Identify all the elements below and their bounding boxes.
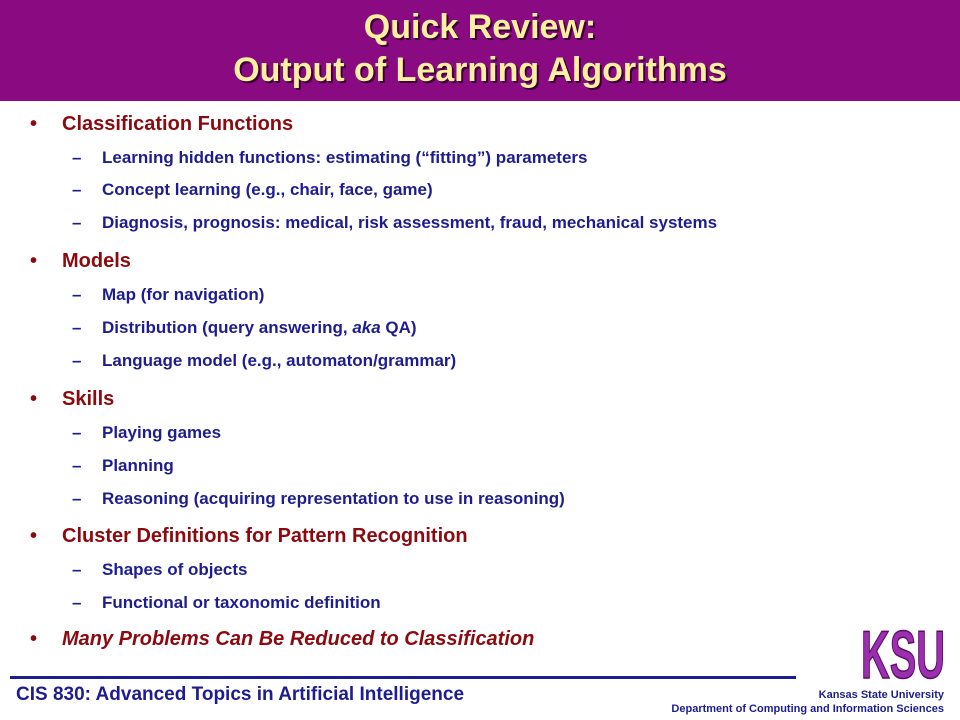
dash-marker: – [72, 560, 82, 579]
bullet-marker: • [30, 388, 38, 410]
list-item-text: Learning hidden functions: estimating (“… [102, 148, 588, 167]
section-heading-text: Models [62, 250, 131, 272]
dash-marker: – [72, 456, 82, 475]
list-item-text: Language model (e.g., automaton/grammar) [102, 351, 457, 370]
dash-marker: – [72, 489, 82, 508]
title-line-2: Output of Learning Algorithms [233, 51, 727, 89]
list-item-text: Functional or taxonomic definition [102, 593, 381, 612]
list-item-text: Map (for navigation) [102, 285, 265, 304]
emphasized-term: aka [352, 318, 381, 337]
footer-divider [10, 676, 796, 679]
final-point-text: Many Problems Can Be Reduced to Classifi… [62, 628, 535, 650]
list-item-text: Planning [102, 456, 174, 475]
dash-marker: – [72, 593, 82, 612]
bullet-marker: • [30, 628, 38, 650]
text-segment: Distribution (query answering, [102, 318, 353, 337]
dash-marker: – [72, 318, 82, 337]
title-bar: Quick Review: Output of Learning Algorit… [0, 0, 960, 101]
bullet-marker: • [30, 250, 38, 272]
section-heading-text: Classification Functions [62, 113, 294, 135]
list-item-text: Reasoning (acquiring representation to u… [102, 489, 565, 508]
title-line-1: Quick Review: [363, 8, 597, 46]
department-name: Department of Computing and Information … [671, 703, 944, 715]
bullet-marker: • [30, 525, 38, 547]
university-name: Kansas State University [818, 689, 944, 701]
list-item-text: Diagnosis, prognosis: medical, risk asse… [102, 213, 718, 232]
list-item-text: Playing games [102, 423, 222, 442]
dash-marker: – [72, 285, 82, 304]
footer-affiliation: Kansas State University Department of Co… [671, 688, 944, 716]
list-item-text: Concept learning (e.g., chair, face, gam… [102, 180, 433, 199]
logo-text: KSU [861, 620, 945, 684]
text-segment: QA) [380, 318, 417, 337]
list-item-text: Shapes of objects [102, 560, 248, 579]
list-item-text: Distribution (query answering, aka QA) [102, 318, 417, 338]
dash-marker: – [72, 423, 82, 442]
course-name: CIS 830: Advanced Topics in Artificial I… [16, 684, 465, 705]
slide-title: Quick Review: Output of Learning Algorit… [0, 6, 960, 92]
dash-marker: – [72, 148, 82, 167]
bullet-marker: • [30, 113, 38, 135]
section-heading-text: Cluster Definitions for Pattern Recognit… [62, 525, 468, 547]
section-heading-text: Skills [62, 388, 115, 410]
dash-marker: – [72, 180, 82, 199]
ksu-logo: KSU [860, 620, 946, 684]
dash-marker: – [72, 213, 82, 232]
dash-marker: – [72, 351, 82, 370]
